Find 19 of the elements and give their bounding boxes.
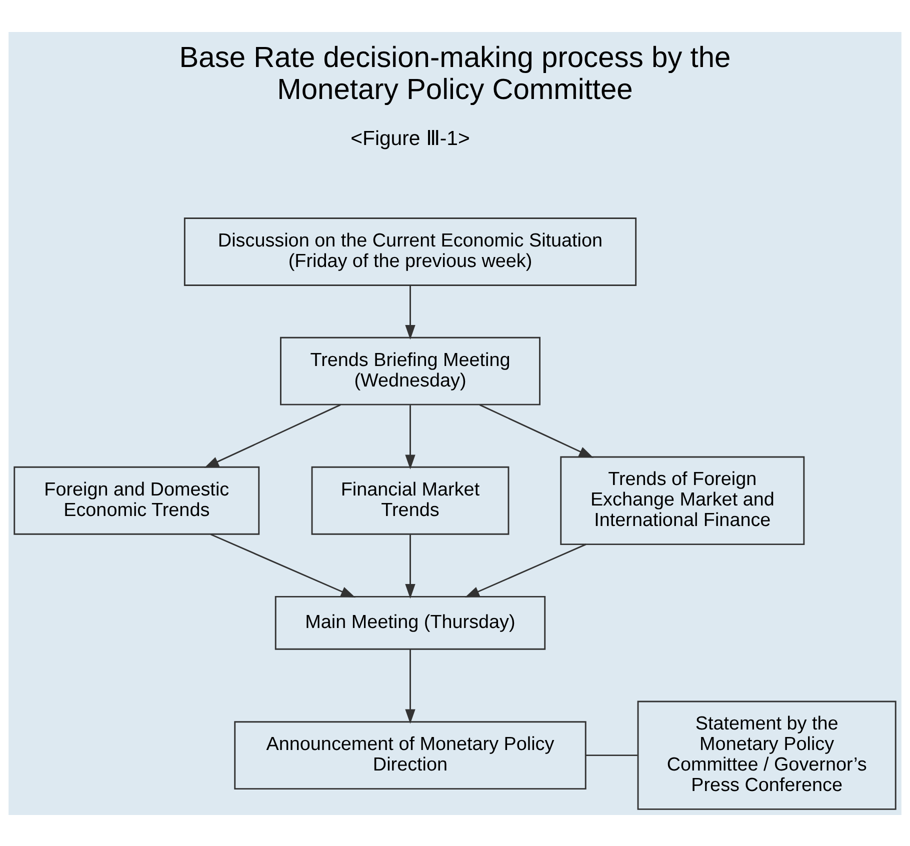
node-box: Main Meeting (Thursday) [274,595,546,650]
node-box: Discussion on the Current Economic Situation (Friday of the previous week) [184,217,637,286]
arrow [405,404,416,469]
node-box: Foreign and Domestic Economic Trends [14,466,260,534]
diagram-title: Base Rate decision-making process by the Monetary Policy Committee [179,41,731,106]
arrow [479,404,594,458]
node-box: Trends Briefing Meeting (Wednesday) [280,336,540,405]
label: <Figure Ⅲ-1> [350,128,470,150]
node-box: Trends of Foreign Exchange Market and International Finance [560,456,805,545]
node-box: Financial Market Trends [311,466,510,534]
arrow [405,534,416,598]
node-box: Announcement of Monetary Policy Direction [234,720,586,790]
arrow [204,404,341,468]
arrow [405,285,416,340]
node-box: Statement by the Monetary Policy Committee / Governor’s Press Conference [637,700,896,810]
arrow [405,648,416,724]
arrow [464,543,586,598]
connector [586,754,638,756]
arrow [210,533,356,598]
